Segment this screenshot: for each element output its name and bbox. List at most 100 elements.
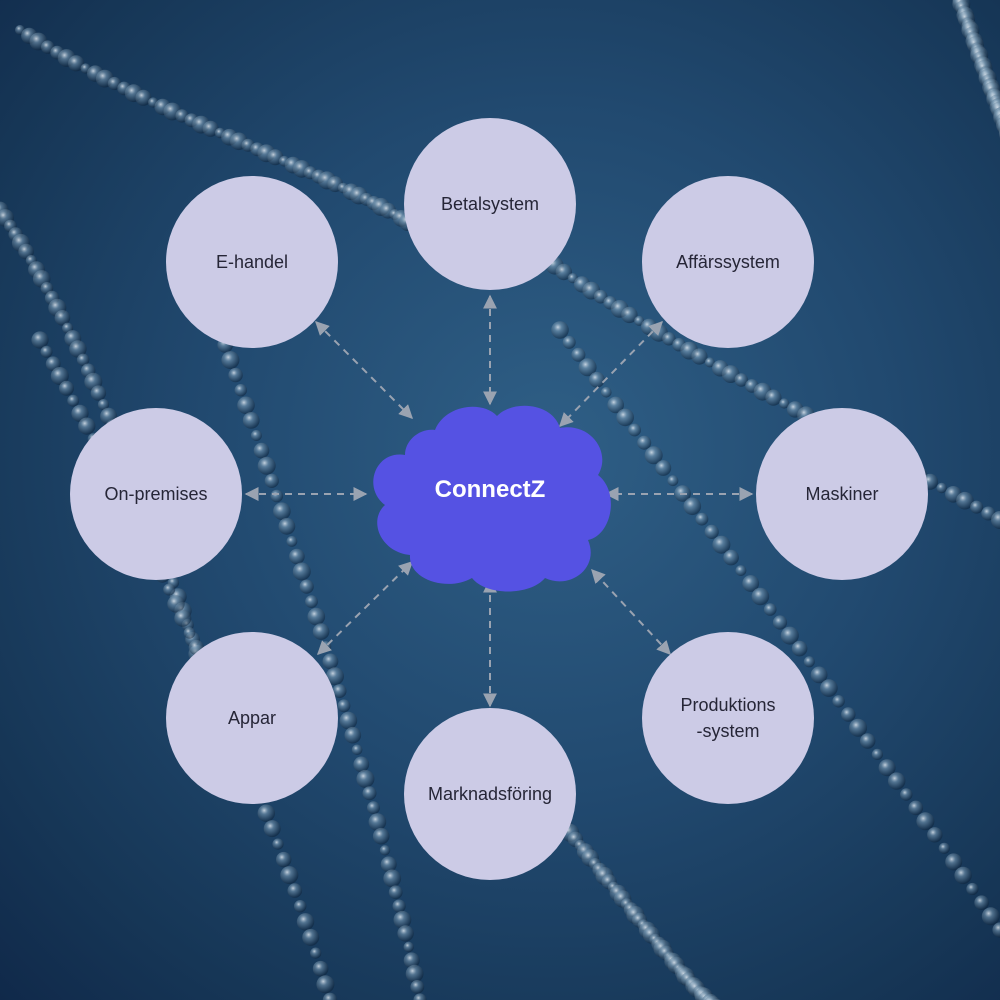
dewdrop: [734, 373, 748, 387]
node-betalsystem: Betalsystem: [404, 118, 576, 290]
dewdrop: [849, 718, 868, 737]
dewdrop: [264, 473, 279, 488]
dewdrop: [712, 535, 731, 554]
dewdrop: [683, 497, 702, 516]
dewdrop: [974, 895, 989, 910]
link-affarssystem: [559, 321, 663, 427]
dewdrop: [368, 813, 387, 831]
dewdrop: [662, 332, 676, 346]
dewdrop: [344, 726, 362, 744]
dewdrop: [287, 883, 303, 898]
dewdrop: [299, 579, 314, 594]
dewdrop: [312, 960, 329, 977]
dewdrop: [69, 340, 87, 358]
dewdrop: [322, 653, 339, 670]
dewdrop: [242, 412, 260, 429]
node-e-handel: E-handel: [166, 176, 338, 348]
dewdrop: [356, 769, 375, 788]
dewdrop: [353, 756, 370, 773]
dewdrop: [276, 851, 292, 868]
dewdrop: [351, 744, 363, 756]
dewdrop: [263, 820, 281, 838]
dewdrop: [273, 502, 291, 520]
dewdrop: [621, 306, 638, 324]
dewdrop: [997, 121, 1000, 134]
dewdrop: [655, 460, 672, 476]
dewdrop: [292, 562, 311, 581]
dewdrop: [704, 995, 720, 1000]
node-appar: Appar: [166, 632, 338, 804]
dewdrop: [403, 941, 414, 953]
dewdrop: [860, 733, 876, 749]
dewdrop: [59, 380, 74, 396]
dewdrop: [938, 842, 950, 854]
dewdrop: [257, 804, 275, 822]
dewdrop: [228, 367, 243, 383]
dewdrop: [337, 699, 351, 713]
dewdrop: [68, 55, 85, 72]
dewdrop: [691, 348, 708, 365]
dewdrop: [286, 536, 298, 547]
dewdrop: [397, 925, 414, 942]
dewdrop: [31, 331, 49, 349]
dewdrop: [405, 964, 424, 983]
dewdrop: [326, 667, 344, 686]
dewdrop: [393, 910, 412, 929]
dewdrop: [67, 394, 80, 407]
dewdrop: [76, 353, 90, 366]
dewdrop: [956, 491, 974, 510]
dewdrop: [810, 666, 828, 684]
dewdrop: [927, 827, 943, 843]
dewdrop: [383, 869, 402, 888]
dewdrop: [791, 640, 808, 657]
dewdrop: [555, 263, 572, 281]
dewdrop: [257, 456, 276, 475]
dewdrop: [372, 827, 390, 845]
dewdrop: [803, 656, 815, 668]
dewdrop: [667, 475, 679, 487]
dewdrop: [981, 907, 1000, 926]
dewdrop: [765, 389, 782, 406]
dewdrop: [742, 575, 760, 592]
dewdrop: [772, 615, 788, 630]
dewdrop: [908, 800, 924, 816]
dewdrop: [751, 587, 770, 606]
dewdrop: [413, 993, 427, 1000]
dewdrop: [305, 595, 318, 608]
dewdrop: [900, 788, 913, 801]
dewdrop: [388, 885, 403, 900]
dewdrop: [316, 975, 335, 994]
dewdrop: [339, 711, 358, 730]
link-produktionssystem: [591, 568, 671, 656]
dewdrop: [916, 812, 935, 831]
dewdrop: [704, 357, 715, 368]
dewdrop: [202, 120, 219, 137]
dewdrop: [637, 435, 652, 450]
dewdrop: [250, 430, 262, 441]
node-marknadsforing: Marknadsföring: [404, 708, 576, 880]
dewdrop: [704, 524, 719, 540]
node-maskiner: Maskiner: [756, 408, 928, 580]
dewdrop: [90, 385, 107, 401]
dewdrop: [322, 992, 338, 1000]
node-on-premises: On-premises: [70, 408, 242, 580]
dewdrop: [253, 442, 270, 459]
connectz-hub-label: ConnectZ: [434, 476, 546, 503]
dewdrop: [392, 899, 406, 913]
dewdrop: [135, 89, 152, 106]
dewdrop: [78, 417, 96, 435]
dewdrop: [644, 446, 663, 465]
dewdrop: [780, 626, 799, 645]
dewdrop: [40, 345, 53, 358]
dewdrop: [71, 404, 89, 422]
dewdrop: [362, 786, 377, 801]
link-e-handel: [315, 321, 413, 419]
dewdrop: [367, 801, 380, 815]
dewdrop: [278, 517, 296, 535]
dewdrop: [878, 759, 896, 777]
link-appar: [316, 561, 414, 655]
dewdrop: [410, 980, 425, 994]
dewdrop: [332, 684, 347, 699]
